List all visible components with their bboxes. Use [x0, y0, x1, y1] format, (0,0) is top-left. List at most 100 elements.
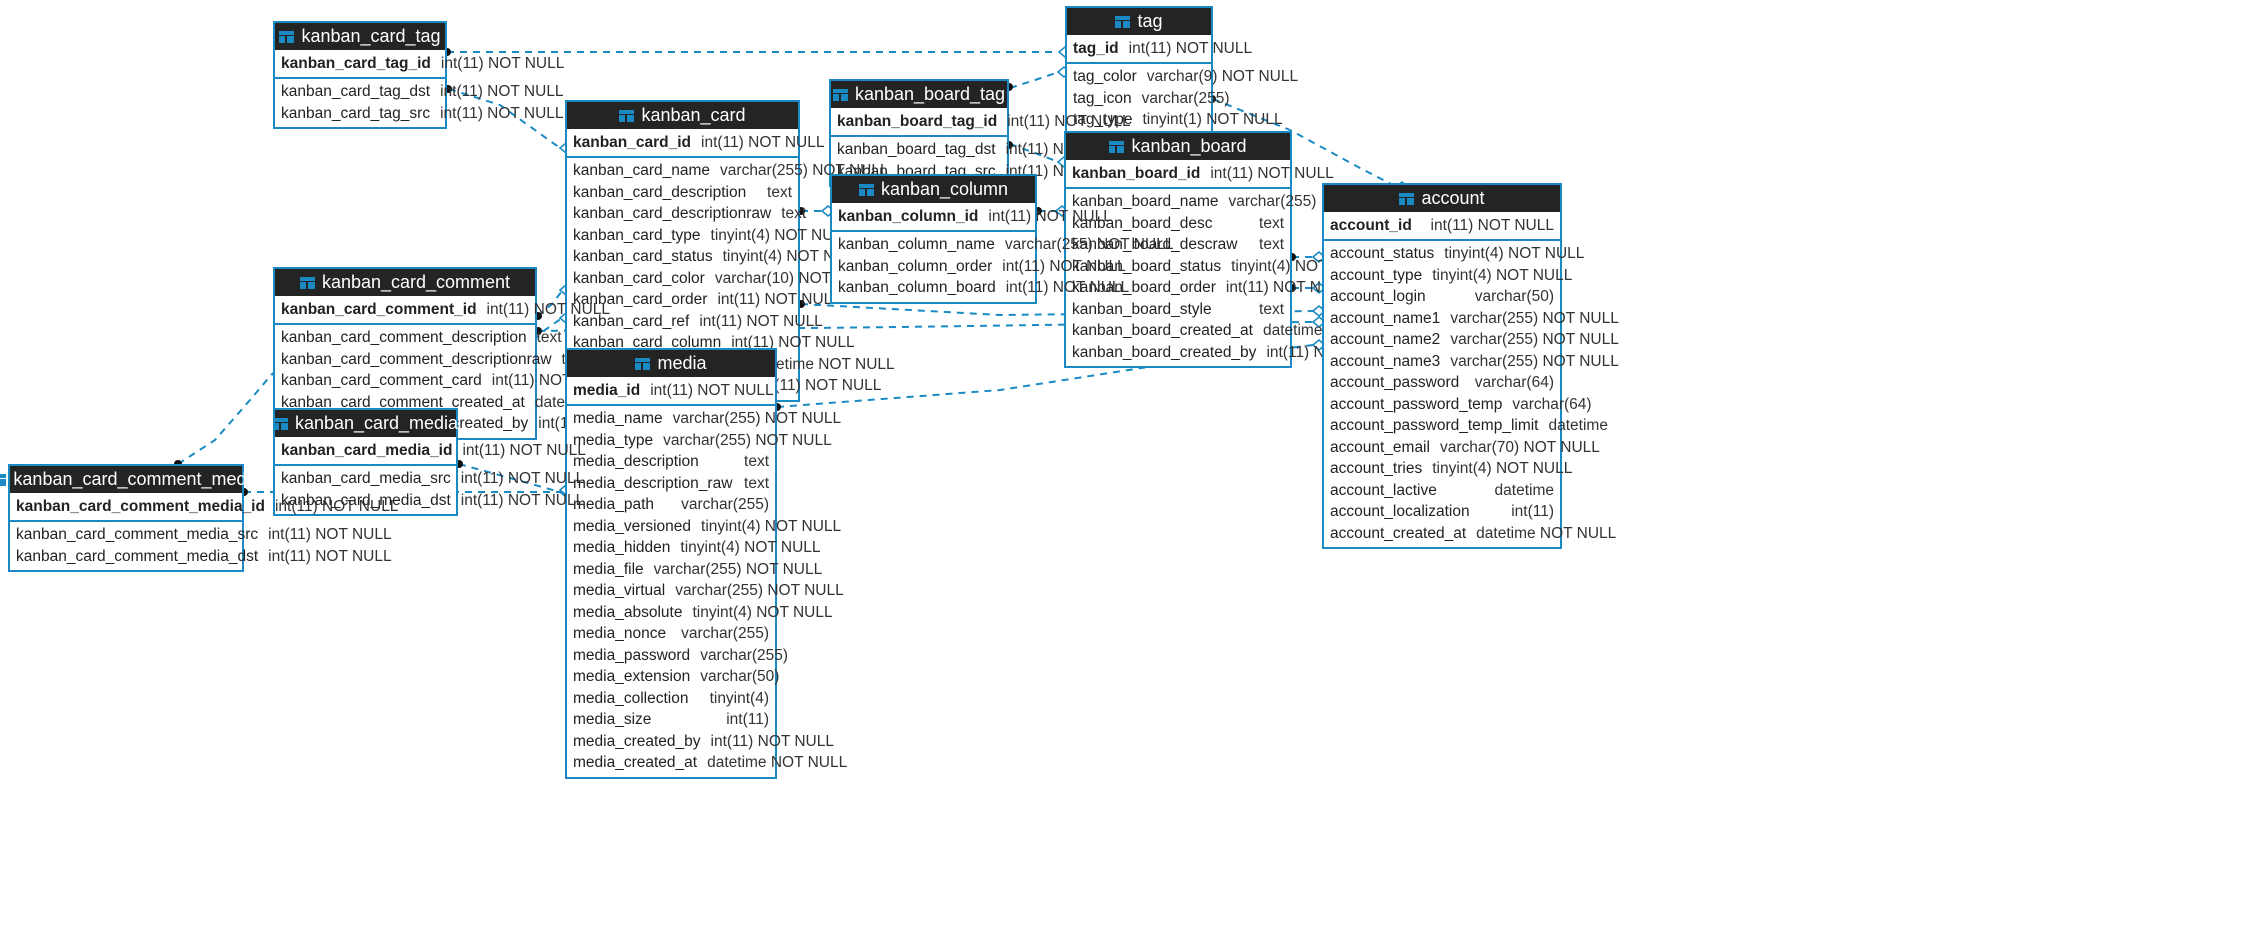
column-type: varchar(255) — [1141, 89, 1230, 107]
column-row[interactable]: media_description text — [567, 451, 775, 473]
column-type: varchar(64) — [1512, 395, 1592, 413]
column-name: media_description — [573, 453, 699, 470]
column-type: int(11) NOT NULL — [440, 55, 565, 72]
column-type: varchar(255) NOT NULL — [1450, 352, 1619, 370]
column-type: text — [781, 205, 807, 222]
column-name: kanban_card_tag_src — [281, 104, 431, 122]
column-type: varchar(255) — [681, 625, 769, 642]
table-icon — [299, 276, 315, 289]
entity-title: kanban_board_tag — [854, 84, 1006, 104]
entity-header-kanban_card: kanban_card — [567, 102, 798, 129]
column-name: media_description_raw — [573, 474, 733, 492]
column-type: int(11) — [1511, 503, 1554, 520]
column-name: kanban_card_comment_description — [281, 329, 527, 346]
column-name: tag_id — [1073, 40, 1119, 57]
column-name: kanban_card_comment_media_src — [16, 526, 259, 543]
column-name: media_nonce — [573, 625, 667, 642]
entity-title: kanban_card_comment — [321, 272, 511, 292]
column-name: kanban_board_name — [1072, 193, 1219, 210]
entity-header-media: media — [567, 350, 775, 377]
column-type: text — [767, 183, 792, 201]
column-name: kanban_card_order — [573, 291, 708, 308]
column-name: kanban_card_id — [573, 134, 692, 151]
column-row[interactable]: media_nonce varchar(255) — [567, 623, 775, 645]
relation-board_tag-tag — [1009, 72, 1057, 89]
column-type: text — [744, 453, 769, 470]
